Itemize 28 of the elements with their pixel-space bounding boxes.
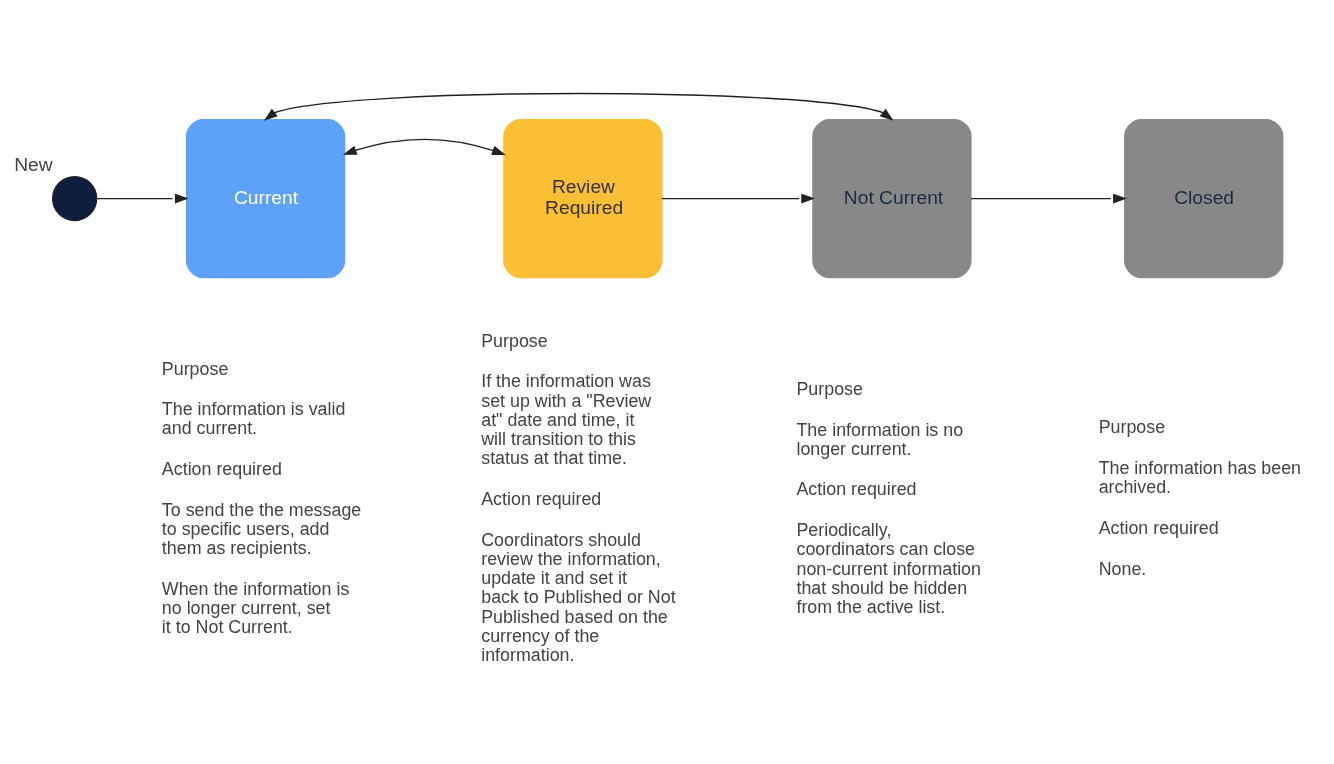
node-label: Action required [161, 458, 282, 479]
node-label: Action required [1098, 517, 1219, 538]
node-label: When the information is no longer current, set it to Not Current. [161, 578, 350, 637]
arrow [263, 92, 894, 121]
node-box: Current [185, 118, 346, 278]
arrow [95, 193, 189, 203]
node-label: Purpose [1098, 416, 1166, 437]
node-label: Action required [796, 478, 917, 499]
node-label: New [14, 153, 53, 175]
node-label: The information is no longer current. [796, 419, 964, 459]
node-label: Purpose [161, 358, 229, 379]
node-label: Periodically, coordinators can close non-current information that should be hidden from the active list. [796, 519, 981, 617]
node-label: None. [1098, 558, 1147, 579]
node-circle [51, 175, 98, 221]
node-box: Closed [1124, 118, 1284, 278]
arrow [970, 193, 1127, 203]
node-label: To send the the message to specific users, add them as recipients. [161, 499, 362, 558]
arrow [342, 138, 506, 155]
node-label: If the information was set up with a "Review at" date and time, it will transition to this status at that time. [481, 370, 652, 468]
node-box: Review Required [503, 118, 663, 278]
node-label: Purpose [796, 378, 863, 399]
arrow [661, 193, 816, 203]
node-label: Purpose [481, 330, 548, 351]
node-label: The information is valid and current. [161, 398, 346, 438]
node-label: Coordinators should review the information, update it and set it back to Published or Not Published based on the currency of the information. [481, 529, 676, 665]
node-box: Not Current [812, 118, 972, 278]
node-label: The information has been archived. [1098, 457, 1302, 497]
node-label: Action required [481, 488, 602, 509]
